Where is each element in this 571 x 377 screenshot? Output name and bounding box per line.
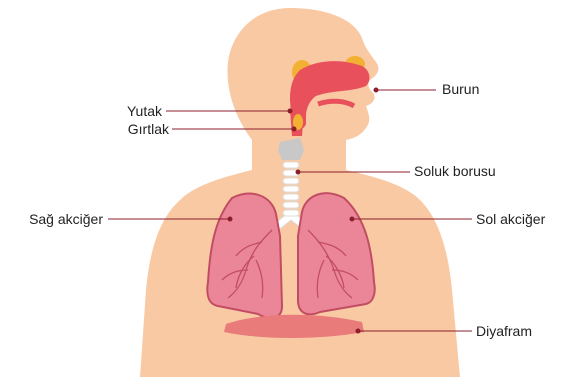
label-girtlak: Gırtlak xyxy=(128,121,169,137)
label-diyafram: Diyafram xyxy=(476,323,532,339)
sag-akciger-leader-dot xyxy=(228,217,232,221)
label-yutak: Yutak xyxy=(127,103,162,119)
girtlak-leader-dot xyxy=(292,127,296,131)
label-sol-akciger: Sol akciğer xyxy=(476,211,545,227)
label-sag-akciger: Sağ akciğer xyxy=(29,211,103,227)
soluk-borusu-leader-dot xyxy=(296,170,300,174)
yutak-leader-dot xyxy=(288,109,292,113)
label-soluk-borusu: Soluk borusu xyxy=(414,163,496,179)
burun-leader-dot xyxy=(374,88,378,92)
diyafram-leader-dot xyxy=(356,329,360,333)
sol-akciger-leader-dot xyxy=(350,217,354,221)
label-burun: Burun xyxy=(442,81,479,97)
